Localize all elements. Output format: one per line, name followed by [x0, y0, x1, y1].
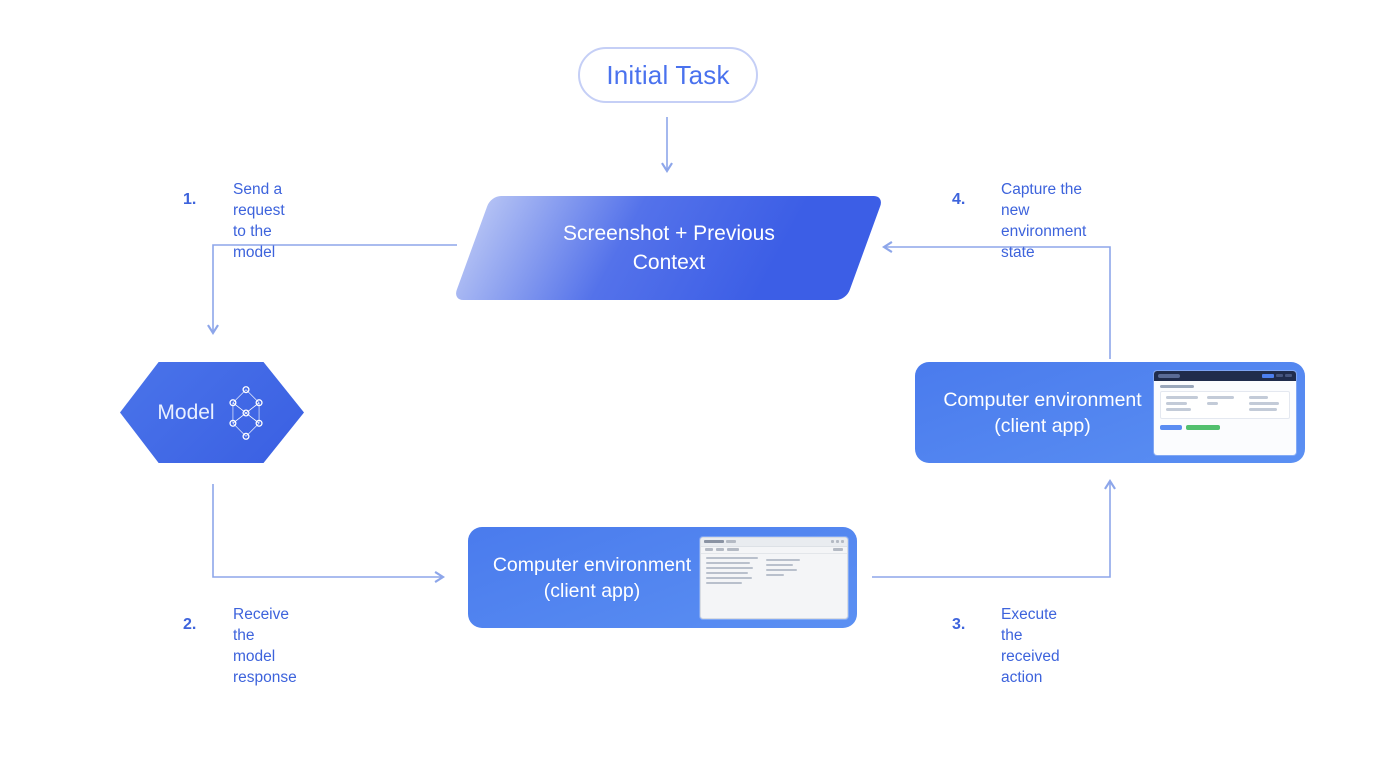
thumbnail-action-buttons — [1160, 424, 1290, 430]
initial-task-label: Initial Task — [606, 59, 730, 90]
thumbnail-table-area — [701, 554, 847, 618]
step-number: 1. — [183, 191, 197, 208]
thumbnail-button — [1262, 373, 1274, 378]
thumbnail-heading — [1160, 384, 1194, 388]
computer-environment-node-right: Computer environment (client app) — [915, 362, 1305, 463]
initial-task-node: Initial Task — [578, 47, 758, 103]
thumbnail-navbar — [1154, 370, 1296, 381]
thumbnail-form-panel — [1160, 390, 1290, 419]
model-node: Model — [120, 362, 304, 463]
step-number: 2. — [183, 616, 197, 633]
thumbnail-menu-item — [1285, 374, 1292, 377]
step-text: Execute the received action — [1001, 606, 1060, 686]
thumbnail-green-button — [1186, 424, 1220, 430]
thumbnail-menu-item — [1276, 374, 1283, 377]
step-text: Send a request to the model — [233, 181, 285, 261]
computer-environment-node-bottom: Computer environment (client app) — [468, 527, 857, 628]
desktop-app-screenshot-thumbnail — [700, 536, 848, 619]
thumbnail-form-column — [1207, 395, 1242, 414]
step-number: 4. — [952, 191, 966, 208]
computer-environment-label: Computer environment (client app) — [943, 388, 1142, 437]
thumbnail-blue-button — [1160, 424, 1182, 430]
step-text: Receive the model response — [233, 606, 297, 686]
arrow-model-to-env — [212, 484, 446, 583]
thumbnail-logo — [1158, 373, 1180, 378]
thumbnail-detail-block — [766, 557, 802, 615]
screenshot-context-node: Screenshot + Previous Context — [453, 196, 884, 300]
step-text: Capture the new environment state — [1001, 181, 1087, 261]
computer-environment-label: Computer environment (client app) — [492, 553, 692, 602]
thumbnail-form-column — [1166, 395, 1201, 414]
thumbnail-titlebar — [701, 537, 847, 547]
thumbnail-toolbar — [701, 547, 847, 554]
screenshot-context-label: Screenshot + Previous Context — [562, 222, 775, 274]
arrow-env-to-context — [881, 241, 1111, 359]
web-app-screenshot-thumbnail — [1154, 370, 1296, 455]
model-label: Model — [157, 400, 215, 424]
thumbnail-content — [1154, 381, 1296, 455]
arrow-env-to-env — [872, 478, 1116, 578]
step-number: 3. — [952, 616, 966, 633]
thumbnail-table-rows — [706, 556, 758, 615]
thumbnail-form-column — [1248, 395, 1284, 414]
neural-network-icon — [228, 385, 263, 440]
